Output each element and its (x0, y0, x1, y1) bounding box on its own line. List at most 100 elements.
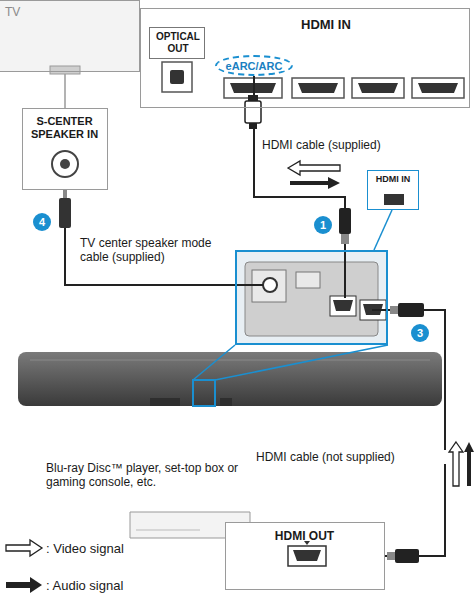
speaker-jack (22, 108, 108, 190)
cable-label: TV center speaker mode cable (supplied) (80, 236, 232, 265)
soundbar (193, 345, 235, 380)
soundbar (215, 345, 388, 380)
mini-jack-plug (63, 190, 67, 198)
text-slot: HDMI IN (301, 17, 411, 33)
node-title: OPTICAL OUT (150, 31, 206, 55)
signal-arrows (449, 442, 463, 486)
soundbar (30, 360, 430, 361)
player-drawing (293, 550, 321, 561)
tv-panel-drawing (162, 62, 192, 92)
cable-line (65, 190, 235, 285)
zoom-panel-drawing (245, 262, 378, 336)
speaker-jack (60, 159, 70, 169)
hdmi-plug (344, 250, 346, 298)
player-drawing (225, 522, 385, 590)
soundbar (220, 398, 232, 406)
tv-panel: HDMI IN OPTICAL OUT eARC/ARC (140, 8, 470, 108)
legend-arrows (6, 540, 42, 593)
zoom-panel-drawing (333, 300, 353, 311)
tv-drawing (0, 0, 140, 108)
speaker-jack (52, 151, 78, 177)
text-slot: TV (5, 5, 45, 19)
soundbar (18, 345, 442, 406)
hdmi-port (352, 78, 404, 98)
tv-panel-drawing (170, 70, 184, 84)
text-slot: HDMI IN (367, 170, 419, 210)
soundbar (150, 398, 180, 406)
cable-label: HDMI cable (not supplied) (256, 450, 446, 464)
node-title: TV (5, 5, 45, 19)
node-text: HDMI OUT (226, 529, 383, 543)
soundbar (193, 380, 215, 406)
hdmi-port (292, 78, 344, 98)
mini-jack-plug (59, 198, 71, 228)
zoom-panel-drawing (374, 210, 392, 250)
node-title: HDMI IN (301, 17, 411, 33)
zoom-panel-drawing (384, 194, 404, 205)
node-title: Blu-ray Disc™ player, set-top box or gam… (46, 461, 261, 490)
hdmi-plug (339, 208, 351, 234)
zoom-panel-drawing (330, 296, 356, 316)
hdmi-port (358, 83, 398, 93)
tv-drawing (64, 74, 66, 108)
hdmi-port (418, 83, 458, 93)
soundbar (18, 352, 442, 406)
zoom-panel-drawing (235, 194, 404, 345)
text-slot: eARC/ARC (217, 60, 291, 73)
hdmi-port (298, 83, 338, 93)
player-drawing (288, 546, 326, 566)
legend-entry: : Audio signal (46, 578, 123, 594)
zoom-panel: HDMI IN (235, 250, 388, 345)
tv-outline: TV (0, 0, 140, 72)
port-label-box: OPTICAL OUT (149, 27, 205, 59)
hdmi-plug (398, 303, 424, 317)
legend-arrows (6, 577, 42, 593)
legend-entry: : Video signal (46, 541, 124, 557)
callout-number: 4 (33, 213, 51, 231)
legend-arrows (6, 540, 42, 556)
hdmi-plug (387, 552, 395, 560)
hdmi-plug (395, 549, 419, 563)
callout-number: 1 (314, 216, 332, 234)
zoom-panel-drawing (235, 250, 388, 345)
hdmi-port (292, 78, 344, 98)
signal-arrows (288, 161, 340, 175)
hdmi-plug (249, 123, 257, 129)
cable-line (385, 310, 445, 556)
player-panel: Blu-ray Disc™ player, set-top box or gam… (225, 522, 385, 590)
mini-jack-plug (235, 284, 263, 286)
legend-text: : Audio signal (46, 578, 123, 593)
node-title: HDMI IN (367, 170, 419, 210)
mini-jack-plug (59, 190, 263, 285)
callout-number: 3 (411, 324, 429, 342)
text-slot: S-CENTER SPEAKER IN (23, 115, 106, 141)
cable-line (254, 76, 345, 250)
text-slot: OPTICAL OUT (150, 31, 206, 55)
tv-panel-drawing (140, 8, 470, 108)
player-drawing (136, 530, 200, 531)
zoom-panel-drawing (296, 272, 320, 288)
hdmi-plug (341, 234, 349, 244)
hdmi-plug (372, 303, 424, 317)
tv-panel-drawing (140, 8, 470, 108)
text-slot: HDMI OUT (226, 529, 383, 543)
cable-label: HDMI cable (supplied) (262, 138, 432, 152)
zoom-panel-drawing (263, 278, 277, 292)
node-title: S-CENTER SPEAKER IN (23, 115, 106, 141)
hdmi-plug (245, 101, 261, 123)
speaker-jack (22, 108, 108, 190)
hdmi-plug (245, 95, 261, 129)
legend-text: : Video signal (46, 541, 124, 556)
hdmi-plug (372, 309, 388, 311)
speaker-in-box: S-CENTER SPEAKER IN (22, 108, 108, 190)
earc-ellipse: eARC/ARC (215, 55, 293, 76)
node-title: eARC/ARC (217, 60, 291, 73)
hdmi-plug (390, 306, 398, 314)
hdmi-port (412, 78, 464, 98)
